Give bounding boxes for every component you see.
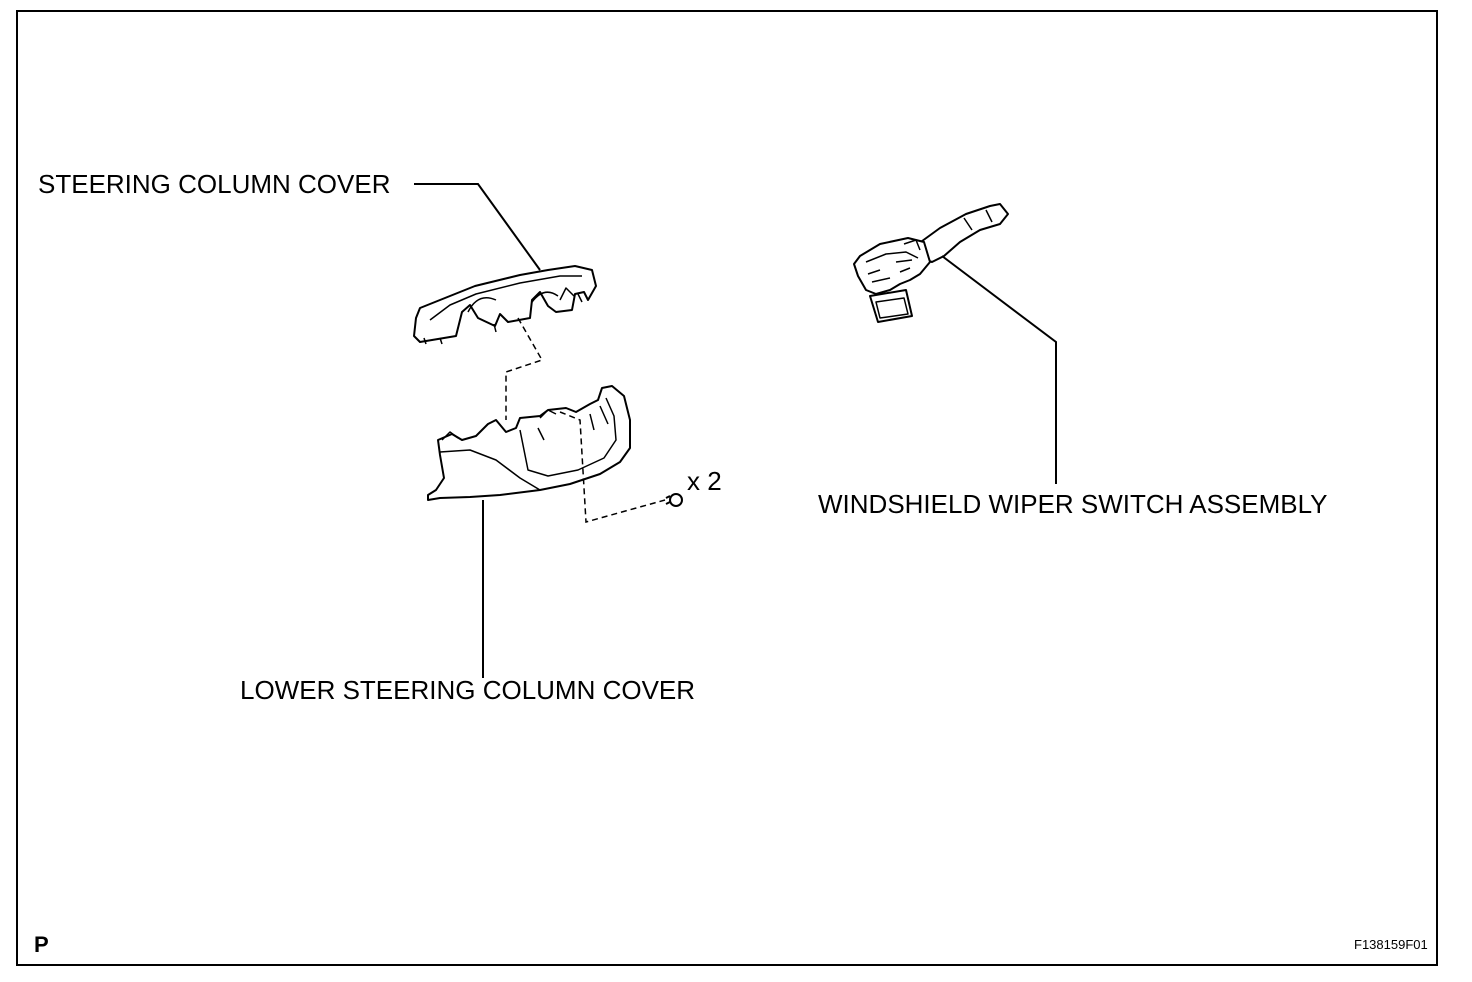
alignment-dashed-lines: [505, 317, 666, 523]
steering-column-cover-label: STEERING COLUMN COVER: [38, 169, 391, 199]
figure-code: F138159F01: [1354, 937, 1428, 952]
lower-steering-column-cover-part: [427, 385, 631, 501]
screw-quantity-label: x 2: [687, 466, 722, 496]
screw-icon: [665, 493, 683, 507]
diagram-frame: [16, 10, 1438, 966]
windshield-wiper-switch-assembly-label: WINDSHIELD WIPER SWITCH ASSEMBLY: [818, 489, 1328, 519]
page-mark: P: [34, 932, 49, 957]
leader-lines: [414, 183, 1057, 678]
steering-column-cover-part: [413, 265, 597, 345]
windshield-wiper-switch-part: [853, 203, 1009, 323]
lower-steering-column-cover-label: LOWER STEERING COLUMN COVER: [240, 675, 696, 705]
